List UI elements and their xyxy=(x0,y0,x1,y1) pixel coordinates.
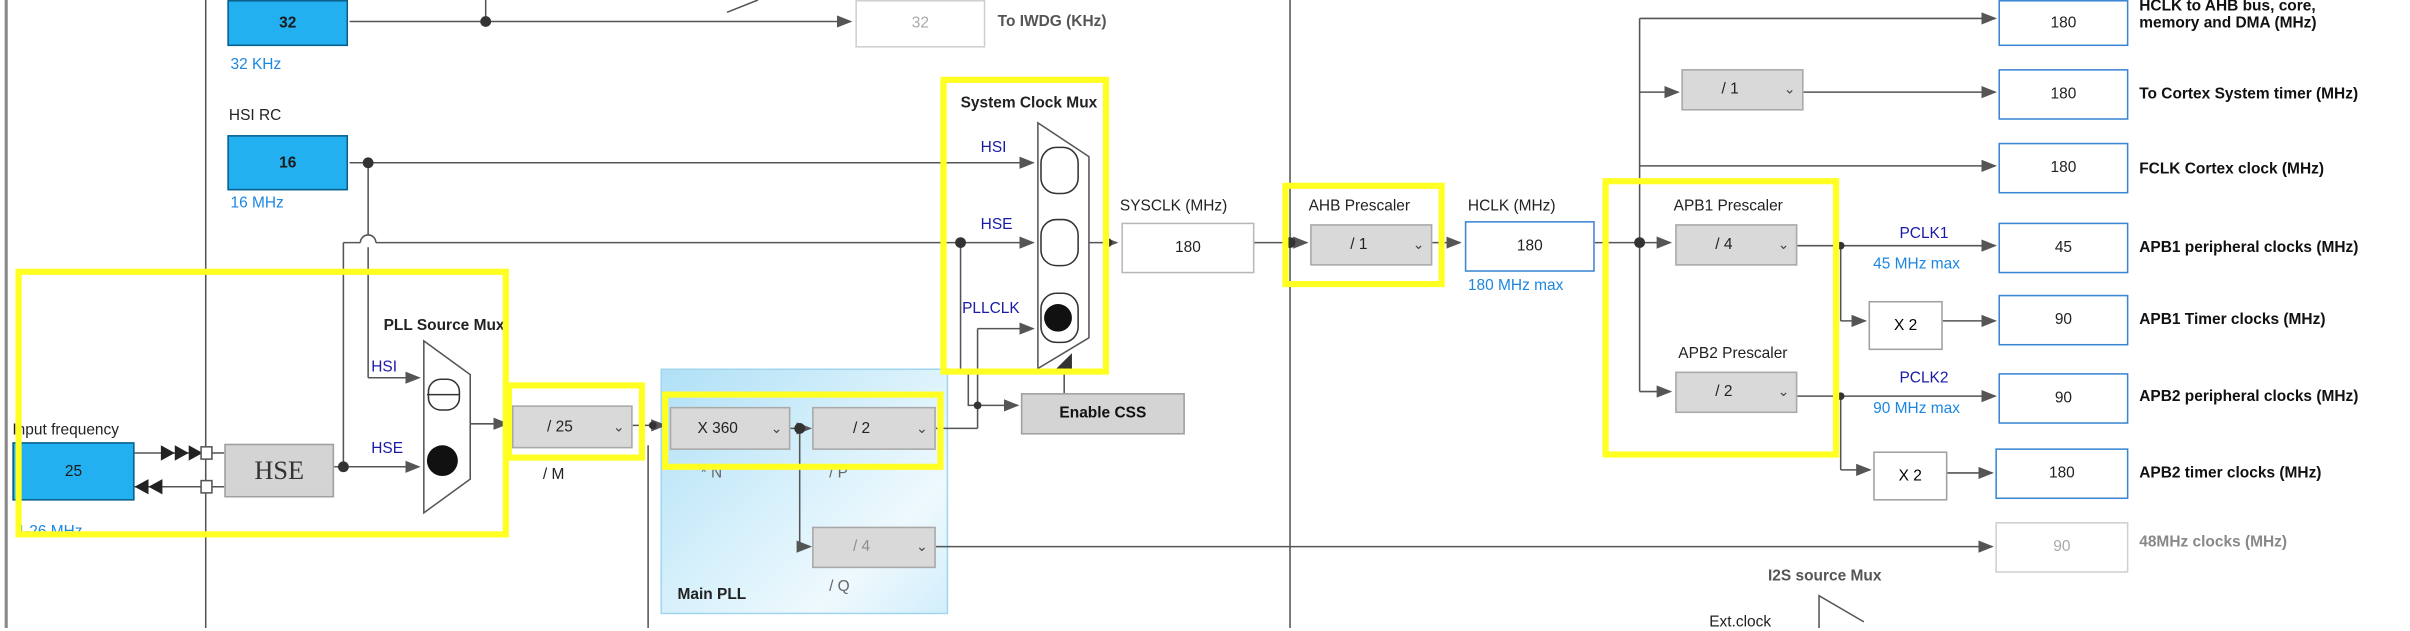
pll-m-dropdown[interactable]: / 25 ⌄ xyxy=(511,405,633,449)
input-frequency-value[interactable]: 25 xyxy=(12,442,135,501)
highlight-pll-m xyxy=(505,382,646,461)
apb2-max-label: 90 MHz max xyxy=(1873,400,1960,418)
output-hclk-ahb-label-text: HCLK to AHB bus, core, memory and DMA (M… xyxy=(2139,0,2317,33)
output-hclk-ahb-value[interactable]: 180 xyxy=(1998,0,2129,47)
output-apb2-peripheral-value[interactable]: 90 xyxy=(1998,373,2129,424)
pll-m-label: / M xyxy=(542,466,565,484)
pclk1-label: PCLK1 xyxy=(1899,225,1949,243)
sysclk-value[interactable]: 180 xyxy=(1121,222,1255,274)
hsi-rc-title: HSI RC xyxy=(228,107,282,125)
apb2-prescaler-label: APB2 Prescaler xyxy=(1678,345,1788,363)
highlight-apb-prescalers xyxy=(1602,178,1840,458)
output-fclk-value[interactable]: 180 xyxy=(1998,142,2129,194)
ahb-prescaler-label: AHB Prescaler xyxy=(1308,198,1411,215)
input-frequency-title: Input frequency xyxy=(12,422,120,440)
chevron-down-icon: ⌄ xyxy=(916,538,928,555)
output-cortex-timer-value[interactable]: 180 xyxy=(1998,69,2129,120)
ahb-prescaler-dropdown[interactable]: / 1 ⌄ xyxy=(1310,224,1433,266)
chevron-down-icon: ⌄ xyxy=(1777,236,1790,252)
pll-mux-input-hsi[interactable]: HSI xyxy=(371,359,398,377)
system-clock-mux-shape xyxy=(1037,121,1090,370)
enable-css-button[interactable]: Enable CSS xyxy=(1020,393,1185,435)
pclk2-label: PCLK2 xyxy=(1899,370,1949,387)
apb1-timer-multiplier: X 2 xyxy=(1868,300,1943,351)
output-48mhz-label: 48MHz clocks (MHz) xyxy=(2139,534,2288,552)
hclk-label: HCLK (MHz) xyxy=(1467,198,1556,215)
pll-m-value: / 25 xyxy=(547,418,573,436)
i2s-source-mux-title: I2S source Mux xyxy=(1767,568,1882,586)
chevron-down-icon: ⌄ xyxy=(1783,81,1796,97)
chevron-down-icon: ⌄ xyxy=(916,419,928,436)
pll-source-mux-shape xyxy=(423,339,472,515)
pll-q-dropdown[interactable]: / 4 ⌄ xyxy=(812,526,936,569)
apb1-prescaler-label: APB1 Prescaler xyxy=(1673,198,1783,215)
chevron-down-icon: ⌄ xyxy=(1412,236,1425,252)
apb2-timer-multiplier: X 2 xyxy=(1873,451,1948,501)
output-apb1-peripheral-value[interactable]: 45 xyxy=(1998,222,2129,274)
pll-q-value: / 4 xyxy=(852,538,871,556)
pll-p-value: / 2 xyxy=(852,419,871,437)
output-fclk-label: FCLK Cortex clock (MHz) xyxy=(2139,161,2324,179)
lse-oscillator-value[interactable]: 32 xyxy=(227,0,349,47)
output-apb2-peripheral-label: APB2 peripheral clocks (MHz) xyxy=(2139,388,2359,406)
chevron-down-icon: ⌄ xyxy=(770,419,783,436)
chevron-down-icon: ⌄ xyxy=(612,418,625,434)
hse-block: HSE xyxy=(224,443,335,498)
pll-mux-input-hse[interactable]: HSE xyxy=(371,440,404,458)
highlight-ahb-prescaler xyxy=(1282,182,1445,288)
cortex-timer-divider-value: / 1 xyxy=(1721,81,1739,99)
output-48mhz-value: 90 xyxy=(1995,522,2129,573)
cortex-timer-divider-dropdown[interactable]: / 1 ⌄ xyxy=(1681,69,1804,111)
apb2-prescaler-value: / 2 xyxy=(1715,383,1733,401)
hclk-value[interactable]: 180 xyxy=(1464,221,1595,272)
highlight-hse-and-pll-source xyxy=(15,268,509,538)
highlight-pll-n-p xyxy=(662,391,944,470)
ahb-prescaler-value: / 1 xyxy=(1350,236,1368,254)
hsi-frequency-label: 16 MHz xyxy=(230,195,284,212)
output-apb1-peripheral-label: APB1 peripheral clocks (MHz) xyxy=(2139,239,2359,257)
sysclk-label: SYSCLK (MHz) xyxy=(1119,198,1228,215)
apb1-prescaler-value: / 4 xyxy=(1715,236,1733,254)
output-apb1-timer-label: APB1 Timer clocks (MHz) xyxy=(2139,311,2326,329)
apb1-max-label: 45 MHz max xyxy=(1873,256,1960,274)
sysclk-mux-input-hse[interactable]: HSE xyxy=(980,216,1013,234)
output-cortex-timer-label: To Cortex System timer (MHz) xyxy=(2139,85,2359,103)
hclk-max-label: 180 MHz max xyxy=(1467,277,1564,295)
iwdg-label: To IWDG (KHz) xyxy=(997,13,1107,31)
iwdg-value: 32 xyxy=(855,0,986,48)
pll-source-mux-title: PLL Source Mux xyxy=(383,317,505,335)
highlight-system-clock-mux xyxy=(940,76,1110,375)
output-apb2-timer-label: APB2 timer clocks (MHz) xyxy=(2139,465,2322,483)
hsi-rc-value[interactable]: 16 xyxy=(227,135,349,191)
chevron-down-icon: ⌄ xyxy=(1777,383,1790,400)
pll-n-dropdown[interactable]: X 360 ⌄ xyxy=(669,406,791,450)
ext-clock-label: Ext.clock xyxy=(1709,614,1772,631)
output-apb1-timer-value[interactable]: 90 xyxy=(1998,294,2129,346)
apb1-prescaler-dropdown[interactable]: / 4 ⌄ xyxy=(1675,224,1798,266)
pll-p-dropdown[interactable]: / 2 ⌄ xyxy=(812,406,936,450)
output-apb2-timer-value[interactable]: 180 xyxy=(1995,448,2129,500)
system-clock-mux-title: System Clock Mux xyxy=(960,95,1098,113)
sysclk-mux-input-pllclk[interactable]: PLLCLK xyxy=(962,300,1020,318)
pll-q-label: / Q xyxy=(829,578,850,596)
pll-n-value: X 360 xyxy=(697,419,738,437)
apb2-prescaler-dropdown[interactable]: / 2 ⌄ xyxy=(1675,371,1798,414)
output-hclk-ahb-label: HCLK to AHB bus, core, memory and DMA (M… xyxy=(2139,0,2348,32)
main-pll-title: Main PLL xyxy=(677,586,747,604)
lse-frequency-label: 32 KHz xyxy=(230,56,282,74)
sysclk-mux-input-hsi[interactable]: HSI xyxy=(980,139,1007,157)
